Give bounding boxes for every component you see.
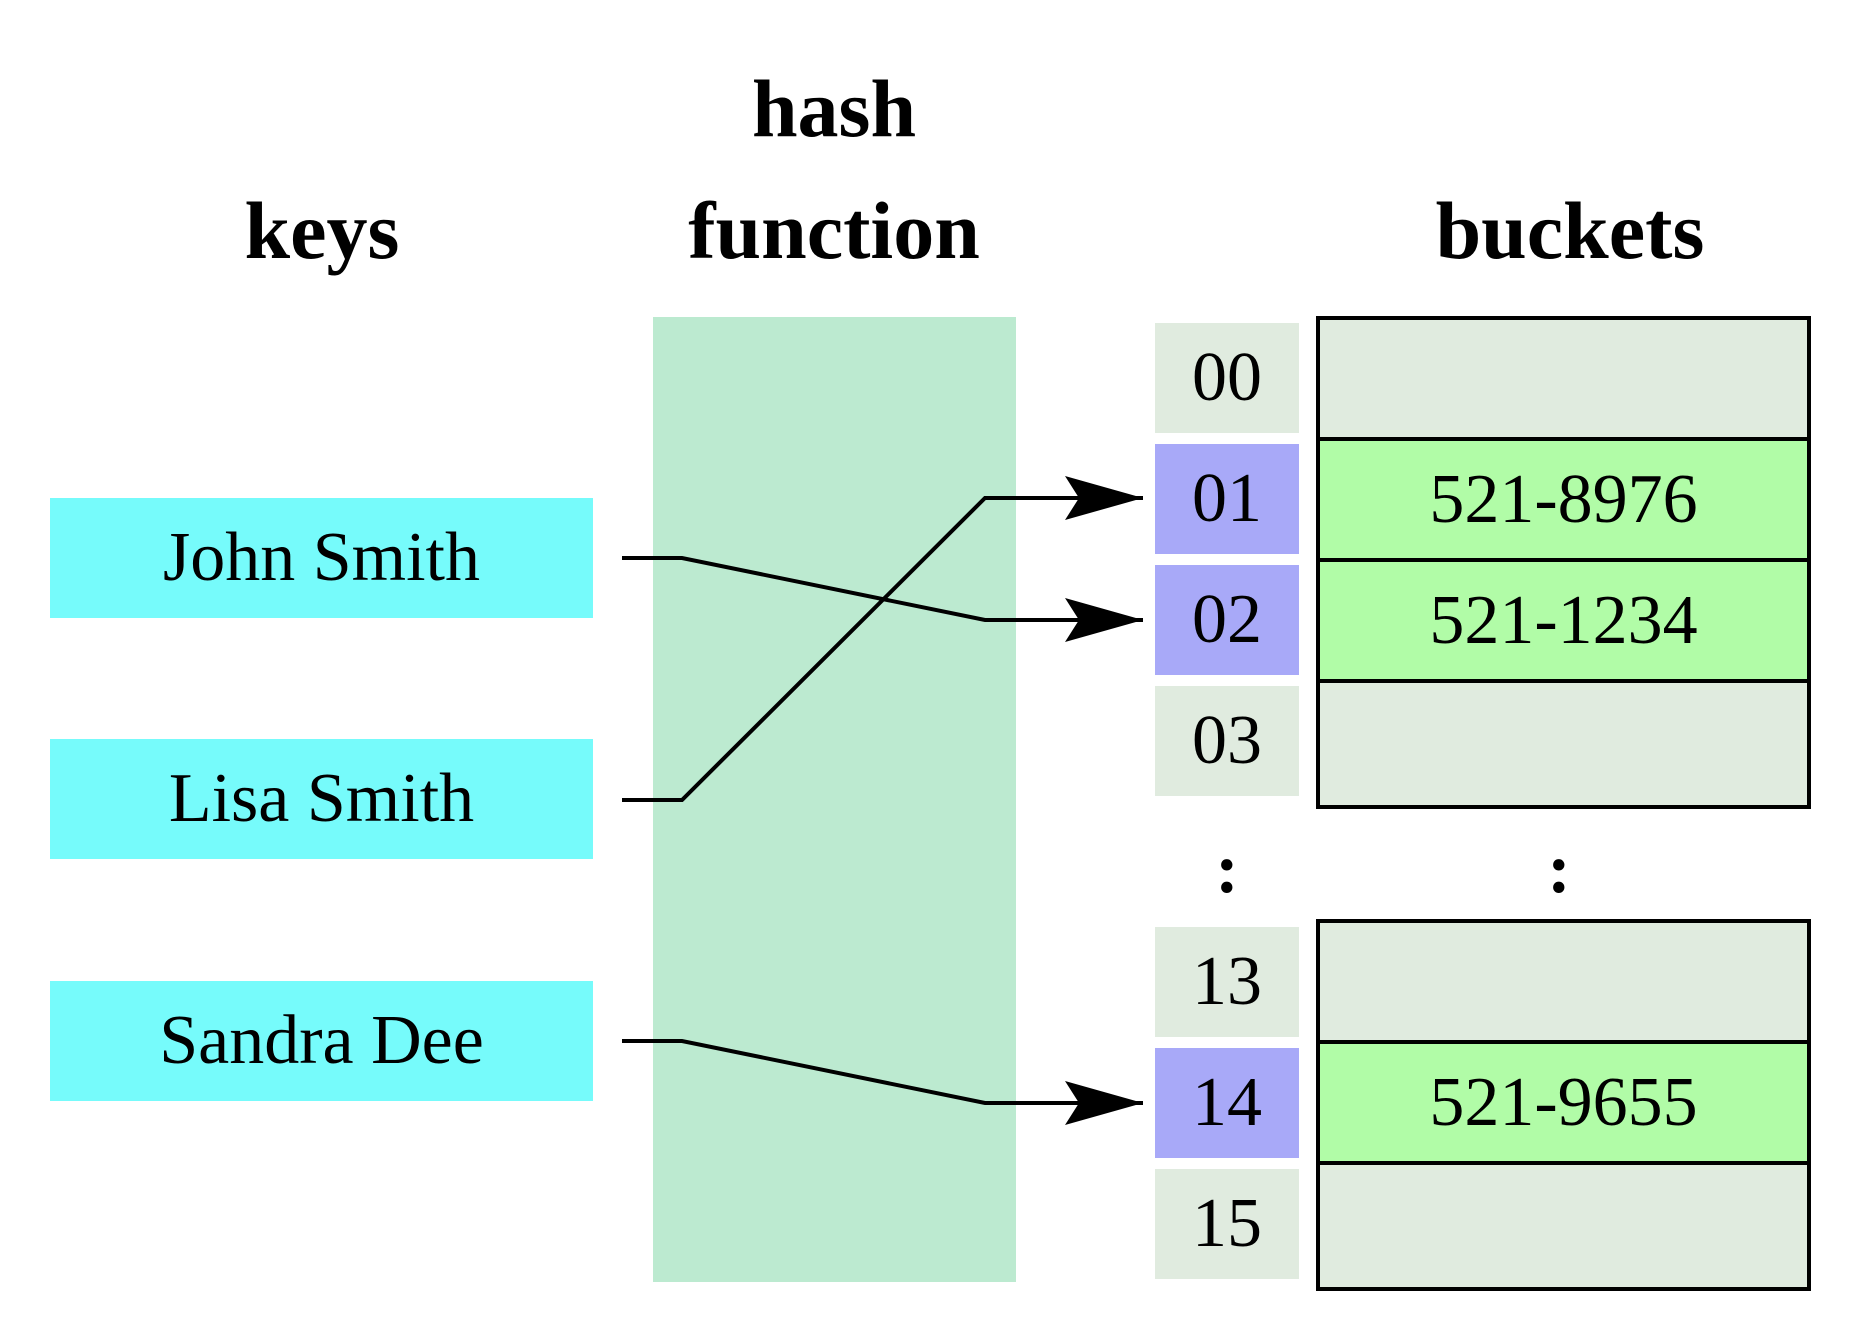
bucket-cell: 521-9655 [1320,1040,1807,1161]
bucket-cell [1320,679,1807,800]
bucket-index: 00 [1155,323,1299,433]
bucket-cell: 521-8976 [1320,437,1807,558]
key-sandra-dee: Sandra Dee [50,981,593,1101]
bucket-ellipsis: : [1547,831,1571,908]
hash-function-header-line2: function [688,185,980,276]
hash-function-band [653,317,1016,1282]
key-lisa-smith: Lisa Smith [50,739,593,859]
bucket-group-bottom: 521-9655 [1316,919,1811,1291]
arrow-lisa-smith [622,476,1143,802]
buckets-header: buckets [1435,185,1705,276]
arrow-john-smith [622,556,1143,642]
bucket-index: 02 [1155,565,1299,675]
bucket-cell: 521-1234 [1320,558,1807,679]
bucket-index: 03 [1155,686,1299,796]
bucket-index: 15 [1155,1169,1299,1279]
bucket-cell [1320,923,1807,1040]
hash-function-header-line1: hash [751,63,917,154]
key-john-smith: John Smith [50,498,593,618]
bucket-cell [1320,1161,1807,1282]
bucket-index: 01 [1155,444,1299,554]
arrow-sandra-dee [622,1039,1143,1125]
bucket-index: 14 [1155,1048,1299,1158]
index-ellipsis: : [1215,831,1239,908]
bucket-index: 13 [1155,927,1299,1037]
keys-header: keys [244,185,400,276]
bucket-group-top: 521-8976 521-1234 [1316,316,1811,809]
bucket-cell [1320,320,1807,437]
